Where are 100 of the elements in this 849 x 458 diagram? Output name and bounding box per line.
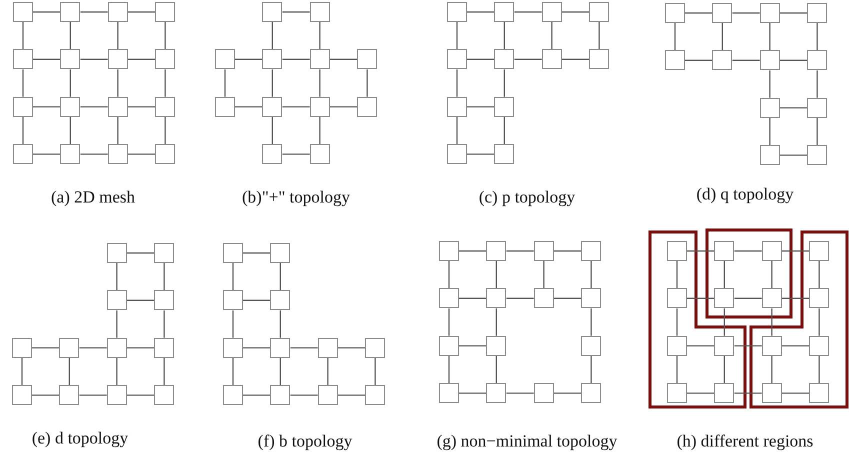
node-box — [581, 336, 602, 356]
link-line — [164, 263, 165, 290]
node-box — [262, 96, 282, 117]
link-line — [732, 60, 760, 61]
node-box — [223, 385, 243, 406]
link-line — [780, 12, 808, 14]
node-box — [494, 144, 514, 164]
link-line — [224, 69, 226, 97]
link-line — [771, 308, 772, 336]
node-box — [318, 338, 338, 358]
link-line — [448, 308, 450, 336]
node-box — [714, 288, 734, 308]
node-box — [318, 385, 338, 406]
link-line — [687, 345, 714, 346]
node-box — [665, 3, 685, 23]
link-line — [782, 345, 810, 346]
node-box — [106, 290, 127, 310]
node-box — [712, 3, 732, 23]
link-line — [782, 392, 810, 394]
node-box — [155, 96, 176, 117]
link-line — [128, 11, 156, 13]
link-line — [496, 356, 497, 384]
link-line — [330, 106, 358, 108]
node-box — [270, 338, 290, 358]
link-line — [734, 392, 762, 394]
node-box — [807, 50, 828, 70]
link-line — [448, 356, 450, 384]
link-line — [816, 70, 818, 98]
link-line — [459, 250, 486, 252]
link-line — [290, 347, 318, 348]
link-line — [282, 11, 310, 13]
node-box — [365, 338, 386, 358]
link-line — [280, 310, 281, 338]
node-box — [357, 96, 378, 117]
link-line — [769, 118, 770, 146]
link-line — [722, 23, 723, 50]
link-line — [272, 116, 273, 144]
link-line — [128, 154, 156, 155]
figure-caption: (f) b topology — [258, 432, 352, 450]
node-box — [542, 2, 562, 22]
link-line — [80, 58, 108, 60]
node-box — [439, 336, 459, 356]
link-line — [782, 250, 810, 252]
link-line — [32, 394, 60, 396]
node-box — [60, 144, 80, 164]
link-line — [319, 69, 320, 97]
link-line — [235, 106, 262, 108]
link-line — [282, 58, 310, 60]
node-box — [59, 385, 80, 406]
link-line — [687, 250, 714, 252]
link-line — [724, 261, 725, 288]
link-line — [496, 261, 497, 288]
link-line — [687, 298, 714, 299]
link-line — [590, 261, 592, 288]
node-box — [13, 2, 33, 22]
link-line — [685, 12, 712, 14]
node-box — [262, 2, 282, 22]
link-line — [272, 69, 273, 97]
link-line — [164, 310, 165, 338]
link-line — [117, 69, 118, 97]
link-line — [164, 22, 166, 50]
link-line — [769, 70, 770, 98]
link-line — [232, 358, 234, 386]
link-line — [116, 358, 118, 386]
node-box — [13, 144, 33, 164]
link-line — [448, 261, 450, 288]
link-line — [126, 252, 154, 254]
link-line — [687, 392, 714, 394]
link-line — [734, 250, 762, 252]
link-line — [280, 263, 281, 290]
node-box — [223, 338, 243, 358]
node-box — [439, 241, 459, 261]
figure-caption: (b)"+" topology — [242, 188, 350, 206]
figure-caption: (a) 2D mesh — [50, 188, 136, 206]
link-line — [272, 22, 273, 50]
link-line — [232, 263, 234, 290]
link-line — [598, 22, 600, 50]
link-line — [459, 345, 486, 346]
node-box — [60, 49, 80, 70]
node-box — [106, 243, 127, 263]
node-box — [760, 145, 780, 166]
link-line — [32, 347, 60, 348]
node-box — [447, 144, 467, 164]
link-line — [554, 250, 582, 252]
link-line — [780, 107, 808, 108]
node-box — [439, 383, 459, 404]
link-line — [818, 308, 820, 336]
node-box — [809, 336, 830, 356]
link-line — [818, 261, 820, 288]
link-line — [243, 300, 270, 301]
link-line — [732, 12, 760, 14]
link-line — [685, 60, 712, 61]
link-line — [590, 308, 592, 336]
node-box — [155, 49, 176, 70]
node-box — [13, 96, 33, 117]
figure-caption: (d) q topology — [696, 186, 794, 202]
link-line — [164, 69, 166, 97]
node-box — [667, 241, 687, 261]
node-box — [357, 49, 378, 70]
node-box — [270, 243, 290, 263]
